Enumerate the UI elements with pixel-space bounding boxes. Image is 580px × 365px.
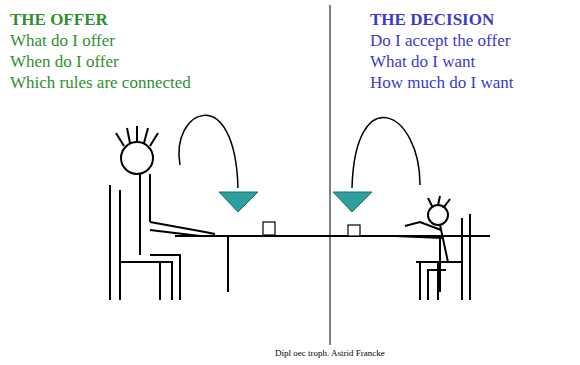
column-heading: THE DECISION [370, 10, 494, 30]
chair-back [469, 214, 471, 300]
hair [438, 196, 440, 205]
arm [150, 222, 215, 234]
body [139, 174, 141, 255]
arm [405, 222, 441, 230]
decision-question: Do I accept the offer [370, 31, 510, 51]
table [175, 236, 490, 292]
table-leg [227, 236, 229, 292]
arrow-head [219, 192, 258, 212]
body [149, 174, 151, 222]
hair [444, 199, 450, 207]
curved-arrow [179, 115, 238, 188]
hair [136, 126, 138, 142]
leg [420, 262, 448, 300]
head [428, 205, 448, 225]
hair [127, 128, 130, 143]
cup [263, 222, 275, 235]
chair-back [119, 190, 121, 300]
offer-question: When do I offer [10, 52, 119, 72]
author-credit: Dipl oec troph. Astrid Francke [275, 348, 385, 358]
curved-arrow [352, 118, 420, 188]
cup [348, 225, 360, 236]
chair-leg [437, 262, 439, 300]
arrow-head [333, 192, 372, 212]
decision-question: How much do I want [370, 73, 514, 93]
hair [150, 133, 158, 146]
right-person [395, 196, 450, 300]
body [440, 225, 448, 262]
decision-question: What do I want [370, 52, 475, 72]
offer-question: Which rules are connected [10, 73, 191, 93]
chair-leg [159, 262, 161, 300]
left-person [116, 126, 215, 300]
hair [116, 133, 124, 146]
head [121, 142, 153, 174]
hair [144, 128, 148, 143]
leg [150, 262, 172, 300]
column-heading: THE OFFER [10, 10, 108, 30]
chair-back [461, 218, 463, 300]
offer-question: What do I offer [10, 31, 115, 51]
hair [428, 198, 432, 206]
right-chair [416, 214, 470, 300]
arm [395, 236, 443, 238]
arm [150, 230, 200, 236]
left-chair [110, 185, 168, 300]
table-leg [439, 236, 441, 292]
divider-line [330, 5, 331, 345]
chair-back [109, 185, 111, 300]
